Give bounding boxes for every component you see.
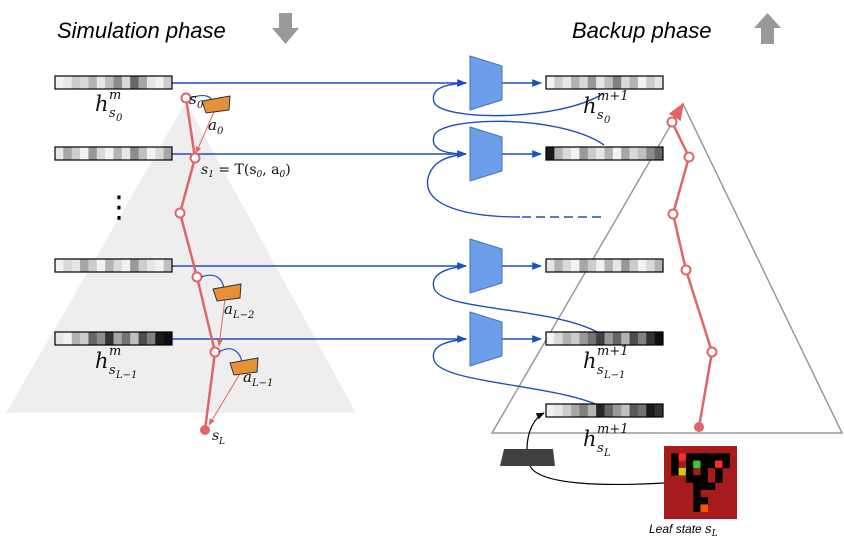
label-aL2: a L−2 bbox=[224, 300, 254, 321]
svg-text:0: 0 bbox=[604, 115, 611, 126]
label-h-sL1: h m s L−1 bbox=[95, 344, 137, 381]
svg-text:L−1: L−1 bbox=[603, 370, 625, 381]
svg-text:s: s bbox=[212, 428, 219, 444]
svg-text:Leaf state sL: Leaf state sL bbox=[649, 522, 718, 539]
hidden-state-bar-sL2 bbox=[54, 258, 173, 273]
svg-text:m: m bbox=[109, 344, 121, 359]
action-blocks bbox=[201, 95, 259, 376]
svg-text:a: a bbox=[224, 300, 233, 318]
svg-text:L−1: L−1 bbox=[251, 378, 273, 389]
action-aL1 bbox=[229, 357, 259, 376]
dynamics-network-trapezoids bbox=[469, 55, 503, 367]
svg-text:m: m bbox=[109, 88, 121, 103]
leaf-node-sL bbox=[200, 425, 210, 435]
label-h-next-sL: h m+1 s L bbox=[583, 422, 629, 459]
svg-text:s: s bbox=[597, 441, 604, 456]
svg-text:h: h bbox=[583, 427, 597, 451]
backup-nodes bbox=[666, 116, 718, 358]
hidden-state-bar-sL1 bbox=[54, 331, 173, 346]
svg-text:h: h bbox=[583, 349, 597, 373]
label-h-next-sL1: h m+1 s L−1 bbox=[583, 344, 629, 381]
action-aL2 bbox=[212, 283, 242, 302]
hidden-state-bar-s1 bbox=[54, 146, 173, 161]
svg-text:a: a bbox=[208, 116, 217, 134]
leaf-state-caption: Leaf state sL bbox=[649, 522, 718, 539]
svg-text:s1 = T(s0, a0): s1 = T(s0, a0) bbox=[201, 162, 291, 180]
svg-text:s: s bbox=[189, 90, 197, 108]
right-hidden-state-bars bbox=[545, 75, 664, 418]
simulation-path bbox=[178, 97, 217, 431]
dynamics-net-0 bbox=[469, 55, 503, 111]
svg-text:h: h bbox=[583, 94, 597, 118]
svg-text:L: L bbox=[218, 437, 225, 447]
svg-text:0: 0 bbox=[197, 100, 204, 111]
svg-text:0: 0 bbox=[116, 113, 123, 124]
svg-text:s: s bbox=[597, 108, 604, 123]
updated-state-bar-s1 bbox=[545, 146, 664, 161]
hidden-state-flow bbox=[172, 79, 605, 409]
svg-text:s: s bbox=[597, 363, 604, 378]
svg-text:h: h bbox=[95, 349, 109, 373]
backup-leaf-node bbox=[694, 422, 704, 432]
updated-state-bar-sL bbox=[545, 403, 664, 418]
leaf-state-image bbox=[664, 446, 737, 519]
vertical-ellipsis: ⋮ bbox=[104, 190, 134, 225]
svg-text:L−1: L−1 bbox=[115, 370, 137, 381]
backup-tree-triangle bbox=[490, 102, 844, 434]
svg-text:h: h bbox=[95, 92, 109, 116]
simulation-phase-heading: Simulation phase bbox=[57, 18, 226, 43]
simulation-nodes bbox=[174, 92, 221, 358]
svg-text:m+1: m+1 bbox=[597, 89, 629, 104]
label-s0: s 0 bbox=[189, 90, 204, 111]
backup-phase-heading: Backup phase bbox=[572, 18, 711, 43]
svg-text:m+1: m+1 bbox=[597, 344, 629, 359]
dynamics-net-3 bbox=[469, 311, 503, 367]
action-arrows bbox=[195, 111, 242, 426]
svg-text:s: s bbox=[109, 106, 116, 121]
label-a0: a 0 bbox=[208, 116, 224, 137]
label-sL: s L bbox=[212, 428, 225, 447]
updated-state-bar-s0 bbox=[545, 75, 664, 90]
dynamics-net-1 bbox=[469, 126, 503, 182]
label-aL1: a L−1 bbox=[243, 368, 273, 389]
svg-text:0: 0 bbox=[217, 126, 224, 137]
hidden-state-bar-s0 bbox=[54, 75, 173, 90]
left-hidden-state-bars bbox=[54, 75, 173, 346]
arrow-down-icon bbox=[272, 13, 299, 44]
label-h-next-s0: h m+1 s 0 bbox=[583, 89, 629, 126]
label-h-s0: h m s 0 bbox=[95, 88, 123, 124]
svg-text:a: a bbox=[243, 368, 252, 386]
svg-text:m+1: m+1 bbox=[597, 422, 629, 437]
svg-text:L: L bbox=[603, 448, 611, 459]
arrow-up-icon bbox=[754, 13, 781, 44]
action-a0 bbox=[201, 95, 231, 114]
updated-state-bar-sL2 bbox=[545, 258, 664, 273]
updated-state-bar-sL1 bbox=[545, 331, 664, 346]
label-s1-transition: s1 = T(s0, a0) bbox=[201, 162, 291, 180]
svg-text:L−2: L−2 bbox=[232, 310, 254, 321]
svg-text:s: s bbox=[109, 363, 116, 378]
representation-network bbox=[500, 449, 555, 466]
dynamics-net-2 bbox=[469, 238, 503, 294]
